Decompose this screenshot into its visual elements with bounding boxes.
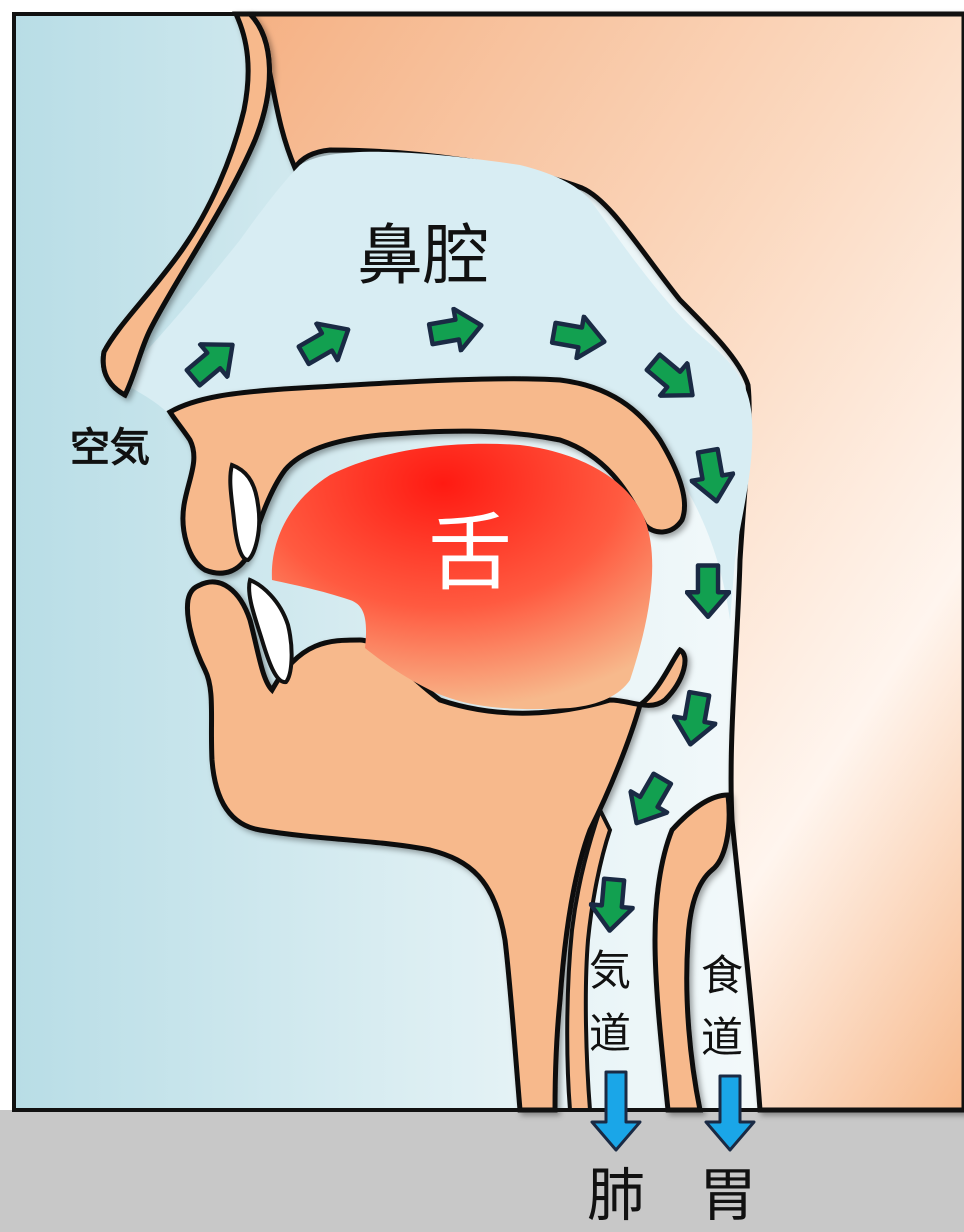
palate-upper-lip — [166, 376, 688, 576]
floor-band — [0, 1110, 964, 1232]
label-tongue: 舌 — [428, 504, 512, 602]
label-lungs: 肺 — [587, 1161, 645, 1229]
upper-teeth — [228, 462, 262, 563]
stomach-arrow — [704, 1074, 756, 1152]
label-air: 空気 — [70, 425, 150, 471]
diagram-frame — [12, 12, 964, 1112]
nasal-cavity-region — [120, 151, 753, 620]
lower-teeth — [247, 577, 294, 684]
label-esophagus-1: 食 — [701, 951, 743, 1000]
lungs-arrow — [590, 1070, 642, 1152]
label-trachea-2: 道 — [589, 1009, 631, 1058]
label-stomach: 胃 — [699, 1161, 757, 1229]
tongue — [271, 443, 653, 710]
label-esophagus-2: 道 — [701, 1013, 743, 1062]
label-trachea-1: 気 — [589, 946, 631, 995]
back-of-head — [245, 11, 964, 1113]
label-nasal-cavity: 鼻腔 — [357, 217, 489, 294]
larynx-divider — [652, 792, 732, 1113]
nose-fill — [100, 11, 272, 399]
